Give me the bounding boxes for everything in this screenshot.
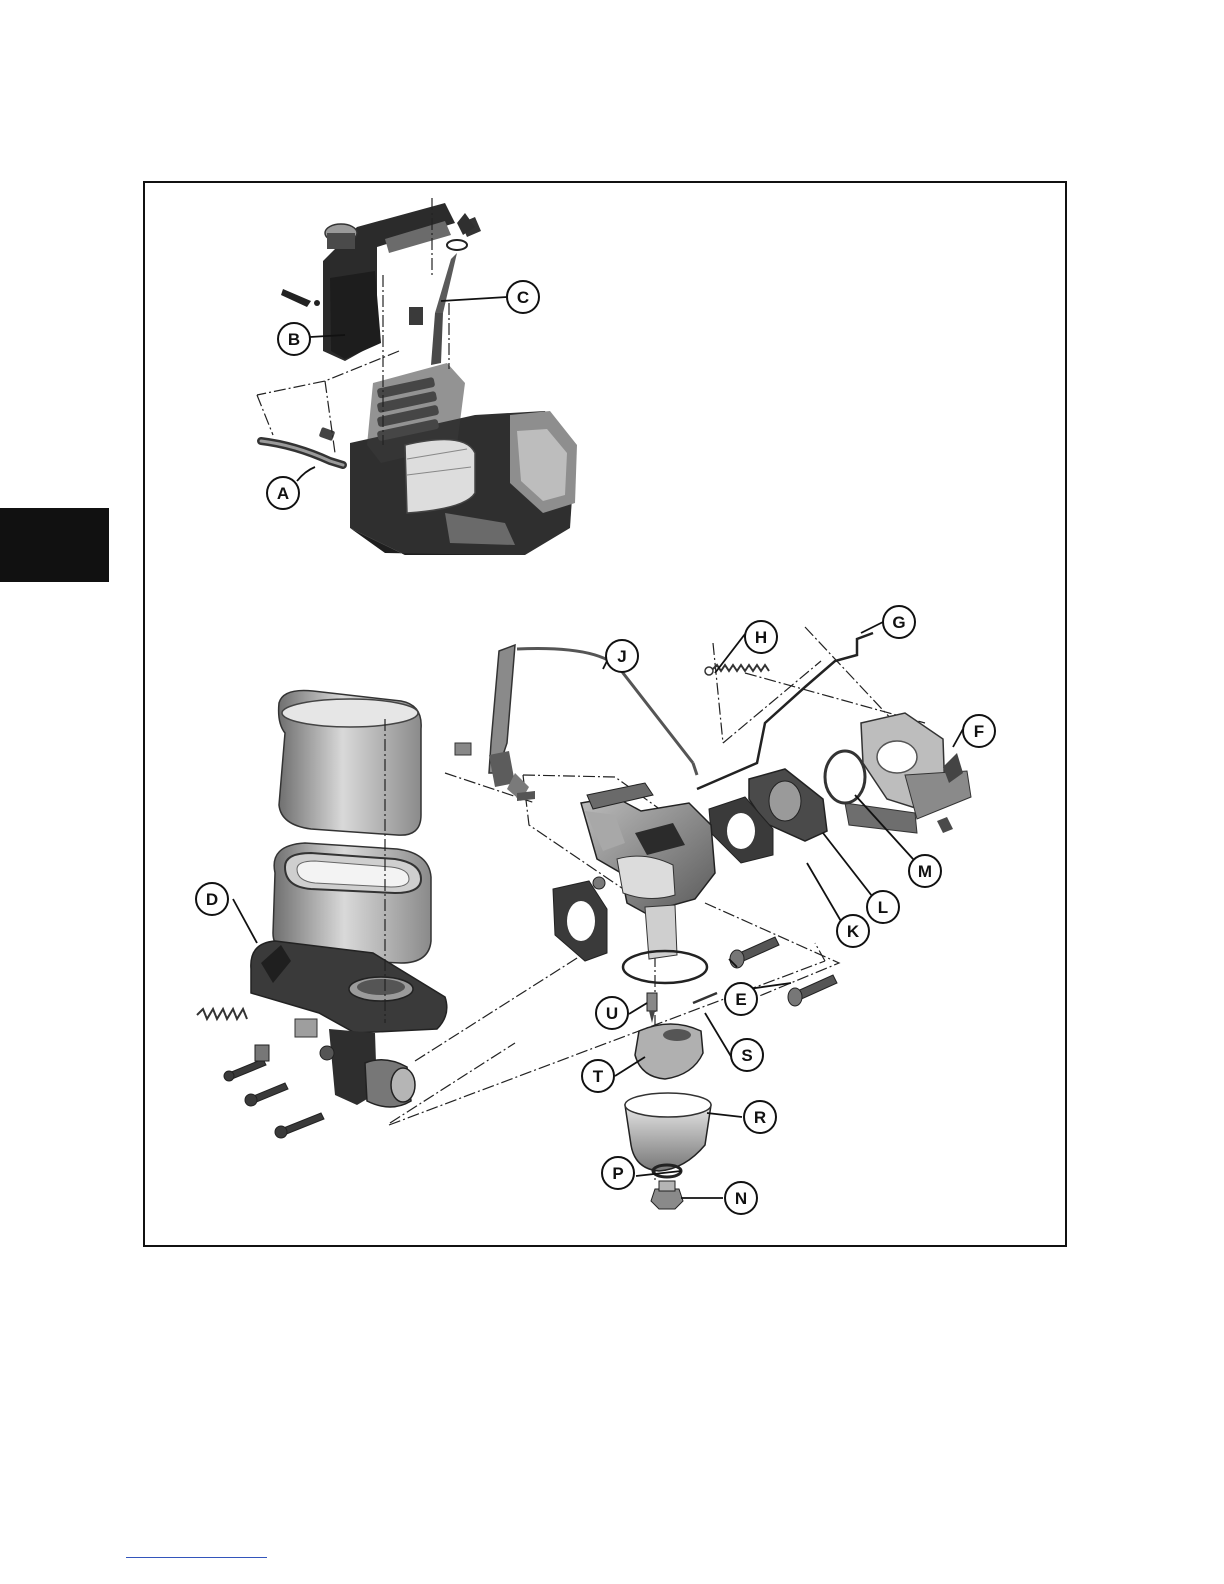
throttle-link <box>697 633 873 789</box>
svg-text:P: P <box>612 1164 623 1183</box>
float-bowl <box>625 1093 711 1171</box>
svg-text:G: G <box>892 613 905 632</box>
callout-t: T <box>582 1060 614 1092</box>
svg-text:H: H <box>755 628 767 647</box>
callout-d: D <box>196 883 228 915</box>
callout-p: P <box>602 1157 634 1189</box>
callout-b: B <box>278 323 310 355</box>
svg-text:F: F <box>974 722 984 741</box>
callout-m: M <box>909 855 941 887</box>
float-pin <box>693 993 717 1003</box>
section-tab <box>0 508 109 582</box>
svg-text:S: S <box>741 1046 752 1065</box>
engine-assembly <box>350 363 577 555</box>
callout-u: U <box>596 997 628 1029</box>
svg-text:K: K <box>847 922 860 941</box>
exploded-view-figure: A B C D E F G H <box>143 181 1067 1247</box>
callout-j: J <box>606 640 638 672</box>
callout-k: K <box>837 915 869 947</box>
svg-text:N: N <box>735 1189 747 1208</box>
governor-spring <box>705 665 769 675</box>
svg-text:R: R <box>754 1108 766 1127</box>
svg-text:A: A <box>277 484 289 503</box>
footer-link-rule <box>126 1557 267 1558</box>
svg-text:U: U <box>606 1004 618 1023</box>
callout-f: F <box>963 715 995 747</box>
callout-a: A <box>267 477 299 509</box>
air-intake-gasket <box>553 881 607 961</box>
choke-spring <box>197 1009 247 1019</box>
air-filter-precleaner <box>279 691 422 836</box>
mounting-screws <box>224 1045 324 1138</box>
callout-l: L <box>867 891 899 923</box>
fuel-tank <box>323 203 481 361</box>
svg-text:D: D <box>206 890 218 909</box>
callout-n: N <box>725 1182 757 1214</box>
air-filter-base <box>251 941 447 1107</box>
callout-g: G <box>883 606 915 638</box>
governor-link-rod <box>517 649 697 776</box>
bowl-nut <box>651 1181 683 1209</box>
svg-text:T: T <box>593 1067 604 1086</box>
breather-hose <box>261 427 343 465</box>
svg-text:L: L <box>878 898 888 917</box>
svg-text:M: M <box>918 862 932 881</box>
callout-r: R <box>744 1101 776 1133</box>
svg-text:B: B <box>288 330 300 349</box>
intake-o-ring <box>825 751 865 803</box>
svg-text:J: J <box>617 647 626 666</box>
exploded-view-drawing: A B C D E F G H <box>145 183 1065 1245</box>
svg-text:C: C <box>517 288 529 307</box>
callout-c: C <box>507 281 539 313</box>
callout-h: H <box>745 621 777 653</box>
callout-s: S <box>731 1039 763 1071</box>
float <box>635 1024 703 1079</box>
callout-e: E <box>725 983 757 1015</box>
svg-text:E: E <box>735 990 746 1009</box>
